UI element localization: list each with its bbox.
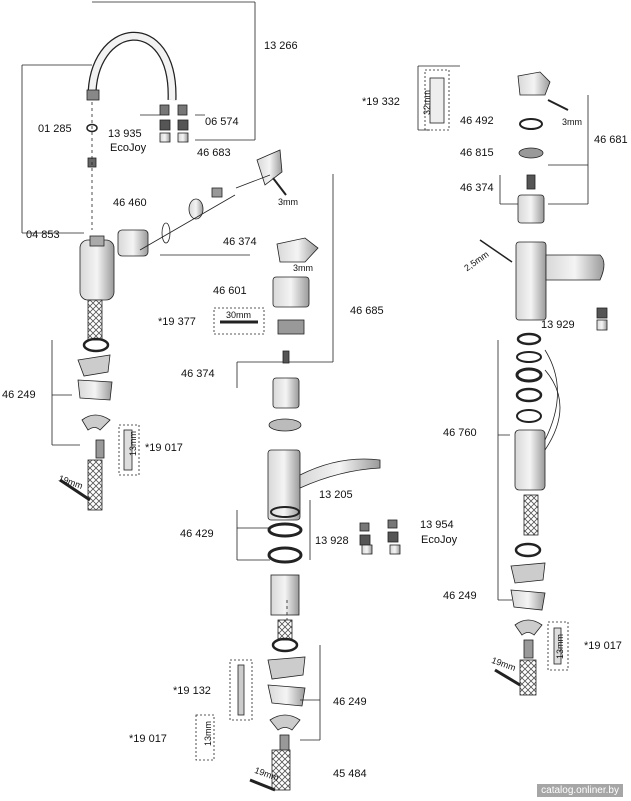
part-label-13935: 13 935 xyxy=(108,128,142,140)
part-label-46249-a: 46 249 xyxy=(2,389,36,401)
part-label-19017-c: *19 017 xyxy=(584,640,622,652)
part-label-46685: 46 685 xyxy=(350,305,384,317)
tool-size-13mm-b: 13mm xyxy=(203,720,214,747)
part-label-13954: 13 954 xyxy=(420,519,454,531)
ecojoy-label-2: EcoJoy xyxy=(421,534,458,546)
part-label-19132: *19 132 xyxy=(173,685,211,697)
part-label-19332: *19 332 xyxy=(362,96,400,108)
part-label-46374-a: 46 374 xyxy=(223,236,257,248)
part-label-46249-b: 46 249 xyxy=(333,696,367,708)
part-label-46760: 46 760 xyxy=(443,427,477,439)
part-label-46683: 46 683 xyxy=(197,147,231,159)
part-label-46429: 46 429 xyxy=(180,528,214,540)
part-label-13266: 13 266 xyxy=(264,40,298,52)
part-label-46374-c: 46 374 xyxy=(460,182,494,194)
part-label-46681: 46 681 xyxy=(594,134,628,146)
part-label-46601: 46 601 xyxy=(213,285,247,297)
part-label-45484: 45 484 xyxy=(333,768,367,780)
tool-size-3mm-a: 3mm xyxy=(278,197,298,207)
ecojoy-label-1: EcoJoy xyxy=(110,142,147,154)
tool-size-13mm-a: 13mm xyxy=(128,430,139,457)
part-label-13929: 13 929 xyxy=(541,319,575,331)
tool-size-3mm-b: 3mm xyxy=(562,117,582,127)
tool-size-3mm-c: 3mm xyxy=(293,263,313,273)
part-label-04853: 04 853 xyxy=(26,229,60,241)
part-label-19377: *19 377 xyxy=(158,316,196,328)
tool-size-13mm-c: 13mm xyxy=(555,633,566,660)
part-label-13928: 13 928 xyxy=(315,535,349,547)
part-label-46815: 46 815 xyxy=(460,147,494,159)
tool-size-30mm: 30mm xyxy=(226,310,252,320)
part-label-13205: 13 205 xyxy=(319,489,353,501)
part-label-19017-a: *19 017 xyxy=(145,442,183,454)
part-label-46460: 46 460 xyxy=(113,197,147,209)
part-label-46374-b: 46 374 xyxy=(181,368,215,380)
watermark: catalog.onliner.by xyxy=(537,784,623,797)
part-label-46492: 46 492 xyxy=(460,115,494,127)
part-label-46249-c: 46 249 xyxy=(443,590,477,602)
part-label-19017-b: *19 017 xyxy=(129,733,167,745)
part-label-06574: 06 574 xyxy=(205,116,239,128)
tool-size-32mm: 32mm xyxy=(422,89,433,116)
part-label-01285: 01 285 xyxy=(38,123,72,135)
